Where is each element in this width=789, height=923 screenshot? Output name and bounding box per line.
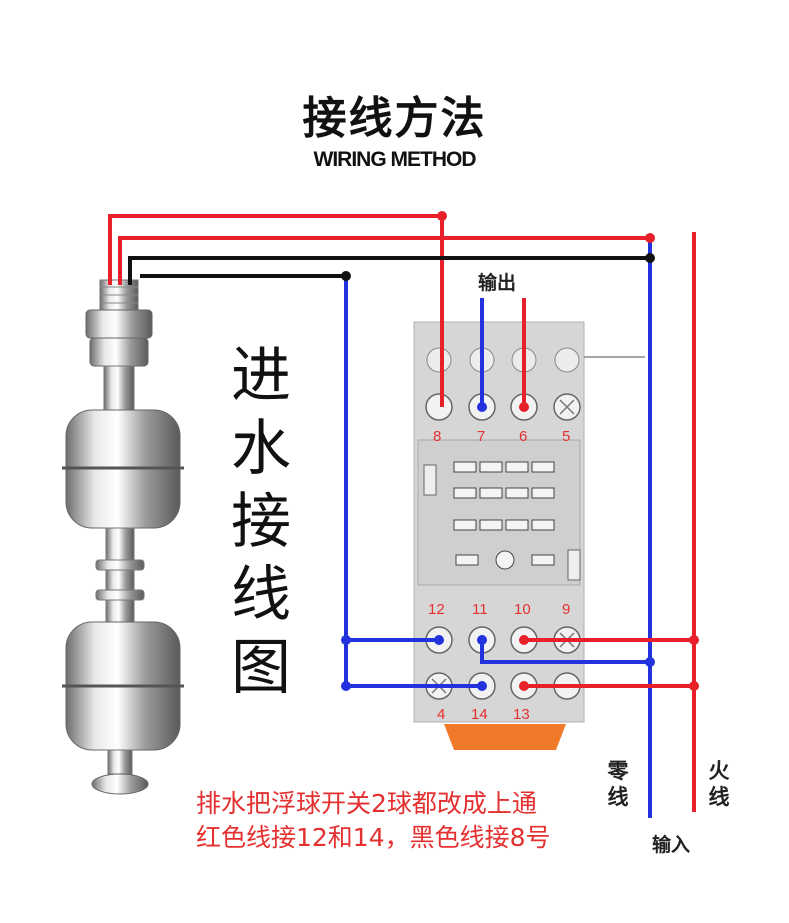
live-label: 火线 bbox=[708, 759, 730, 809]
output-label: 输出 bbox=[478, 272, 517, 294]
float-switch-image bbox=[62, 279, 184, 795]
blue-11-neutral bbox=[480, 640, 650, 664]
terminal-10: 10 bbox=[514, 601, 531, 618]
terminal-8: 8 bbox=[433, 428, 441, 445]
black-wire bbox=[128, 256, 650, 285]
neutral-label: 零线 bbox=[607, 759, 629, 809]
red-wire-to-8 bbox=[108, 214, 444, 407]
note-line-2: 红色线接12和14，黑色线接8号 bbox=[196, 823, 551, 852]
terminal-14: 14 bbox=[471, 706, 488, 723]
diagram-vertical-label: 进水接线图 bbox=[231, 341, 291, 703]
terminal-4: 4 bbox=[437, 706, 445, 723]
input-label: 输入 bbox=[652, 834, 691, 856]
terminal-11: 11 bbox=[472, 601, 488, 618]
red-wire-to-input bbox=[118, 236, 650, 285]
terminal-9: 9 bbox=[562, 601, 570, 618]
wire-junctions bbox=[341, 211, 699, 691]
terminal-5: 5 bbox=[562, 428, 570, 445]
page-subtitle: WIRING METHOD bbox=[313, 148, 477, 171]
terminal-13: 13 bbox=[513, 706, 530, 723]
terminal-7: 7 bbox=[477, 428, 485, 445]
terminal-labels: 8 7 6 5 12 11 10 9 4 14 13 bbox=[428, 428, 570, 723]
terminal-12: 12 bbox=[428, 601, 445, 618]
page-title: 接线方法 bbox=[302, 93, 487, 144]
terminal-6: 6 bbox=[519, 428, 527, 445]
note-line-1: 排水把浮球开关2球都改成上通 bbox=[196, 789, 537, 818]
